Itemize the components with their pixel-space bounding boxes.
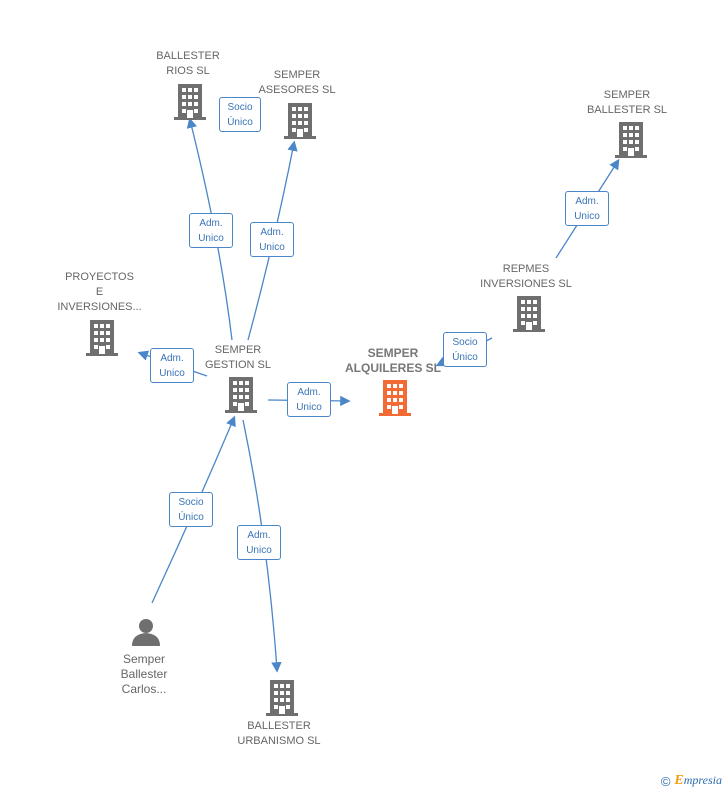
edge-label-adm-unico-asesores: Adm. Unico (250, 222, 294, 257)
building-icon-semper-alquileres (379, 380, 411, 416)
node-label-ballester-rios[interactable]: BALLESTER RIOS SL (156, 50, 220, 77)
person-icon (132, 619, 160, 646)
building-icon-ballester-urbanismo (266, 680, 298, 716)
building-icon-semper-gestion (225, 377, 257, 413)
edge-label-adm-unico-rios: Adm. Unico (189, 213, 233, 248)
edge-label-adm-unico-urbanismo: Adm. Unico (237, 525, 281, 560)
empresia-brand: © Empresia (661, 773, 722, 789)
node-label-semper-ballester[interactable]: SEMPER BALLESTER SL (586, 89, 668, 116)
node-label-proyectos[interactable]: PROYECTOS E INVERSIONES... (57, 271, 142, 313)
brand-wordmark: Empresia (674, 773, 722, 788)
edge-label-adm-unico-semper-ballester: Adm. Unico (565, 191, 609, 226)
node-label-person[interactable]: Semper Ballester Carlos... (120, 652, 168, 696)
building-icon-semper-ballester (615, 122, 647, 158)
node-label-semper-gestion[interactable]: SEMPER GESTION SL (204, 344, 272, 371)
copyright-icon: © (660, 773, 671, 789)
edge-label-adm-unico-proyectos: Adm. Unico (150, 348, 194, 383)
node-label-semper-asesores[interactable]: SEMPER ASESORES SL (258, 69, 336, 96)
building-icon-ballester-rios (174, 84, 206, 120)
edge-label-socio-unico-repmes: Socio Único (443, 332, 487, 367)
node-label-semper-alquileres[interactable]: SEMPER ALQUILERES SL (344, 346, 441, 375)
building-icon-proyectos (86, 320, 118, 356)
building-icon-repmes (513, 296, 545, 332)
node-label-ballester-urbanismo[interactable]: BALLESTER URBANISMO SL (237, 720, 321, 747)
edge-label-socio-unico-rios: Socio Único (219, 97, 261, 132)
edge-label-adm-unico-alquileres: Adm. Unico (287, 382, 331, 417)
node-label-repmes[interactable]: REPMES INVERSIONES SL (480, 263, 572, 290)
building-icon-semper-asesores (284, 103, 316, 139)
edge-label-socio-unico-person: Socio Único (169, 492, 213, 527)
